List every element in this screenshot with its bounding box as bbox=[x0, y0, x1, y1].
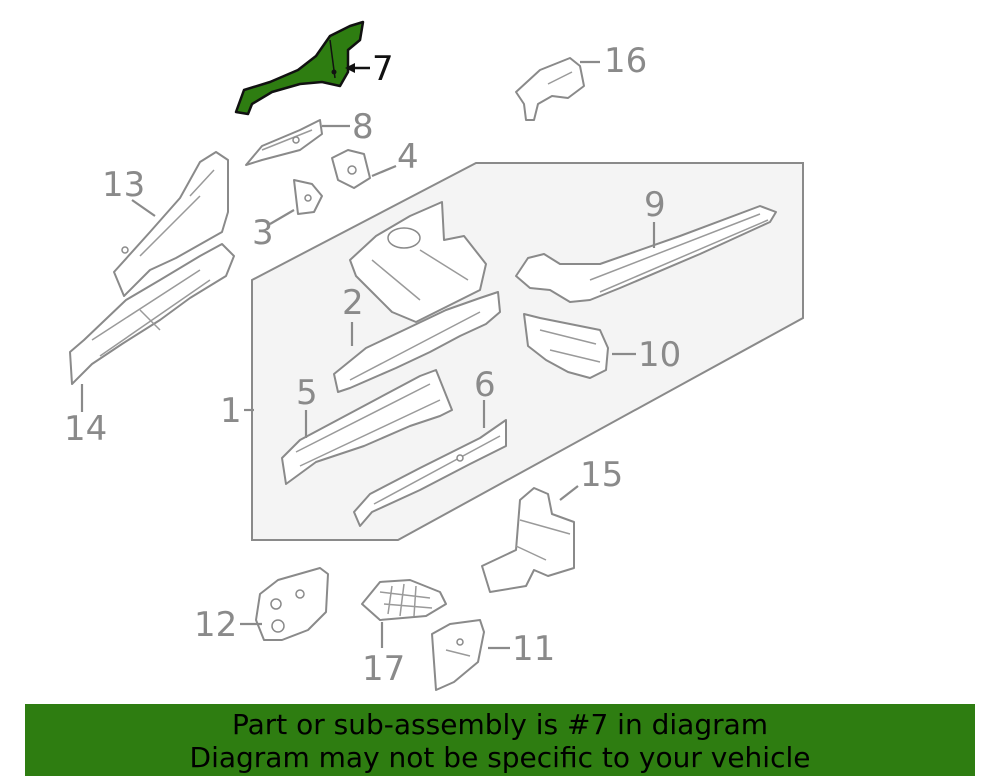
part-12[interactable] bbox=[255, 567, 329, 641]
part-15[interactable] bbox=[481, 487, 575, 593]
banner-line-2: Diagram may not be specific to your vehi… bbox=[189, 741, 811, 774]
part-3[interactable] bbox=[293, 179, 323, 215]
label-2: 2 bbox=[342, 283, 364, 323]
part-5[interactable] bbox=[281, 369, 453, 485]
label-3: 3 bbox=[252, 213, 274, 253]
part-17[interactable] bbox=[361, 579, 447, 621]
label-7: 7 bbox=[372, 49, 394, 89]
part-2[interactable] bbox=[333, 201, 501, 393]
part-6[interactable] bbox=[353, 419, 507, 527]
part-15-leader bbox=[559, 485, 579, 501]
part-14[interactable] bbox=[69, 243, 235, 385]
part-10[interactable] bbox=[523, 313, 609, 379]
label-13: 13 bbox=[102, 165, 145, 205]
part-13-leader bbox=[131, 199, 156, 217]
part-11[interactable] bbox=[431, 619, 485, 691]
parts-diagram: 7 8 4 3 16 13 14 bbox=[64, 20, 804, 691]
part-7-highlighted[interactable] bbox=[234, 20, 365, 116]
label-12: 12 bbox=[194, 605, 237, 645]
label-6: 6 bbox=[474, 365, 496, 405]
part-13[interactable] bbox=[113, 151, 229, 297]
part-9[interactable] bbox=[515, 205, 777, 303]
part-16[interactable] bbox=[515, 57, 585, 121]
label-10: 10 bbox=[638, 335, 681, 375]
label-15: 15 bbox=[580, 455, 623, 495]
label-1: 1 bbox=[220, 391, 242, 431]
label-4: 4 bbox=[397, 137, 419, 177]
label-9: 9 bbox=[644, 185, 666, 225]
part-8[interactable] bbox=[245, 119, 323, 166]
label-17: 17 bbox=[362, 649, 405, 689]
label-8: 8 bbox=[352, 107, 374, 147]
label-11: 11 bbox=[512, 629, 555, 669]
part-7-arrowhead bbox=[345, 63, 355, 73]
info-banner: Part or sub-assembly is #7 in diagram Di… bbox=[25, 704, 975, 776]
banner-line-1: Part or sub-assembly is #7 in diagram bbox=[231, 708, 769, 741]
label-16: 16 bbox=[604, 41, 647, 81]
part-4[interactable] bbox=[331, 149, 371, 189]
assembly-1-outline bbox=[251, 162, 804, 541]
label-5: 5 bbox=[296, 373, 318, 413]
part-4-leader bbox=[371, 164, 397, 178]
label-14: 14 bbox=[64, 409, 107, 449]
part-3-leader bbox=[269, 209, 295, 225]
